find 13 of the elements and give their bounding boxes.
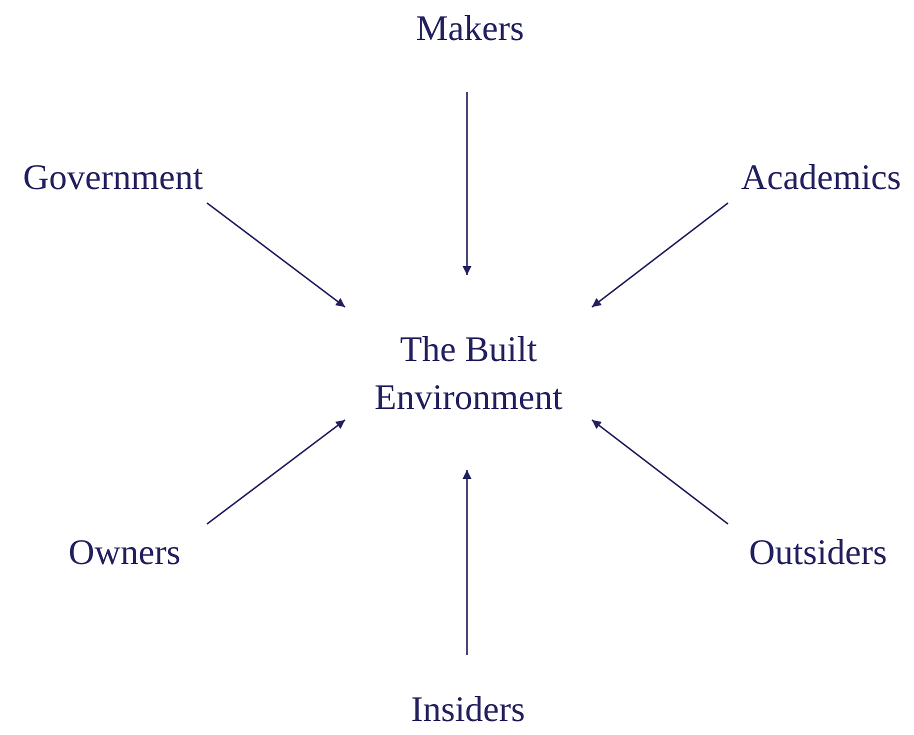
node-label: Outsiders <box>749 531 887 574</box>
node-label: Academics <box>741 156 901 199</box>
node-label: Owners <box>68 531 180 574</box>
node-label: The Built Environment <box>374 328 564 418</box>
arrow <box>462 92 472 275</box>
arrow <box>592 202 728 308</box>
arrow <box>206 202 346 308</box>
arrow <box>462 470 472 655</box>
node-label: Insiders <box>411 688 525 731</box>
node-label: Government <box>23 156 203 199</box>
arrow <box>206 419 346 525</box>
arrow <box>592 419 728 525</box>
node-label: Makers <box>416 7 524 50</box>
